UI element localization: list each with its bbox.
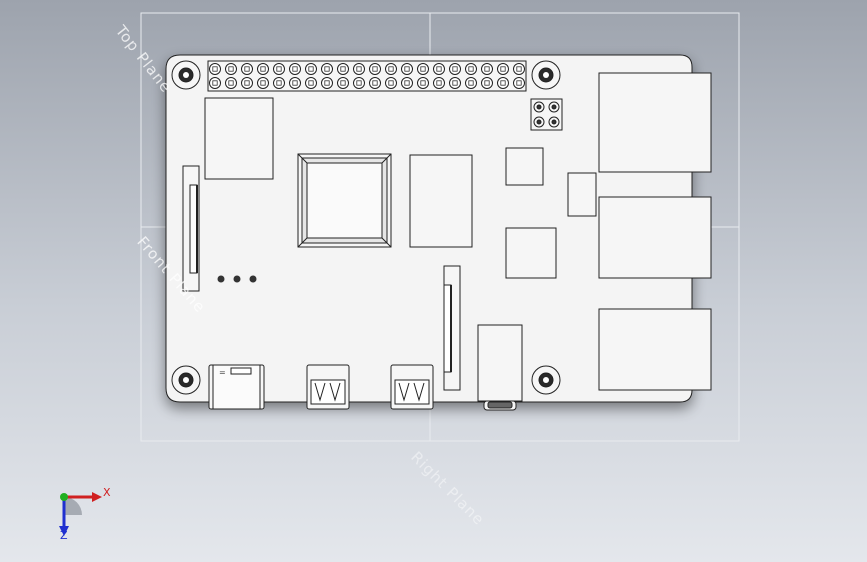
gpio-pin-core [468,66,474,72]
gpio-pin-core [436,80,442,86]
gpio-pin-core [516,66,522,72]
gpio-pin-core [260,66,266,72]
audio-jack [477,324,523,411]
gpio-pin-core [228,80,234,86]
z-axis-label: Z [60,529,68,542]
gpio-pin-core [340,66,346,72]
axis-triad-icon [59,492,102,536]
gpio-pin-core [276,66,282,72]
gpio-pin-core [388,80,394,86]
x-axis-label: X [103,486,111,499]
gpio-pin-core [244,66,250,72]
gpio-pin-core [212,80,218,86]
gpio-pin-core [292,80,298,86]
gpio-pin-core [404,80,410,86]
micro-hdmi-port-1 [390,364,434,410]
gpio-pin-core [228,66,234,72]
gpio-pin-core [484,80,490,86]
ram-chip [409,154,473,248]
gpio-pin-core [452,80,458,86]
gpio-pin-core [324,66,330,72]
mounting-holes [171,60,561,395]
status-leds [217,275,257,283]
ethernet-port [598,308,712,391]
gpio-pin-core [212,66,218,72]
gpio-pin-core [308,80,314,86]
usb-a-port-top [598,72,712,173]
gpio-pin-core [500,66,506,72]
gpio-housing [207,60,527,92]
usb-c-port: = [208,364,265,410]
gpio-pin-core [276,80,282,86]
gpio-pin-core [324,80,330,86]
gpio-pin-core [420,80,426,86]
gpio-pin-core [468,80,474,86]
gpio-pin-core [356,80,362,86]
gpio-pin-core [292,66,298,72]
gpio-pin-core [500,80,506,86]
ethernet-chip [505,227,557,279]
gpio-pin-core [420,66,426,72]
gpio-pin-core [484,66,490,72]
gpio-pin-core [516,80,522,86]
display-connector [182,165,200,292]
gpio-pin-core [404,66,410,72]
micro-hdmi-port-0 [306,364,350,410]
gpio-pin-core [356,66,362,72]
gpio-pin-core [452,66,458,72]
soc-chip [297,153,392,248]
gpio-pin-core [260,80,266,86]
camera-connector [443,265,461,391]
gpio-pin-core [308,66,314,72]
gpio-header [207,60,527,92]
usb-controller-chip [505,147,544,186]
usb-a-port-bottom [598,196,712,279]
gpio-pin-core [340,80,346,86]
gpio-pin-core [372,66,378,72]
svg-text:=: = [219,368,226,377]
small-chip [567,172,597,217]
gpio-pin-core [244,80,250,86]
gpio-pin-core [372,80,378,86]
gpio-pin-core [388,66,394,72]
gpio-pin-core [436,66,442,72]
poe-header [530,98,563,131]
wifi-module [204,97,274,180]
